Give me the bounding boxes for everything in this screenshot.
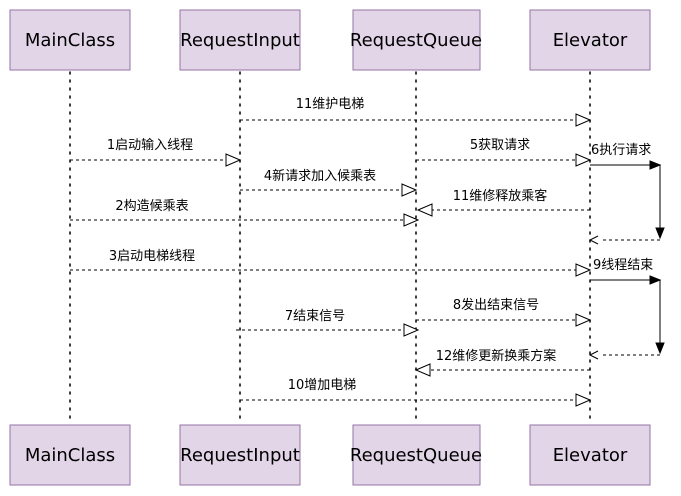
participant-mainclass-top: MainClass [9,9,131,71]
participant-label: RequestQueue [350,445,482,466]
message-label: 12维修更新换乘方案 [436,348,557,364]
message-5-get-request: 5获取请求 [416,138,592,167]
message-6-execute-request: 6执行请求 [588,143,665,245]
participant-requestinput-top: RequestInput [179,9,301,71]
message-label: 9线程结束 [593,258,653,273]
message-label: 1启动输入线程 [107,137,193,153]
message-12-repair-update-transfer: 12维修更新换乘方案 [414,348,590,377]
participant-label: RequestInput [180,445,300,466]
participant-elevator-top: Elevator [529,9,651,71]
participant-label: RequestInput [180,30,300,51]
message-label: 10增加电梯 [288,378,357,393]
message-4-new-request-to-queue: 4新请求加入候乘表 [240,168,418,197]
participant-requestqueue-bottom: RequestQueue [350,424,482,486]
message-label: 11维护电梯 [296,97,365,112]
participant-label: RequestQueue [350,30,482,51]
message-9-thread-end: 9线程结束 [588,258,665,360]
message-label: 8发出结束信号 [453,297,539,313]
message-label: 7结束信号 [285,309,345,324]
message-3-start-elevator-thread: 3启动电梯线程 [70,249,592,277]
message-8-send-end-signal: 8发出结束信号 [416,297,592,327]
message-label: 6执行请求 [591,143,651,158]
participant-mainclass-bottom: MainClass [9,424,131,486]
participant-label: MainClass [25,445,115,466]
message-11-repair-release-passengers: 11维修释放乘客 [416,188,590,217]
message-label: 11维修释放乘客 [453,188,548,204]
participant-label: MainClass [25,30,115,51]
message-11-maintain-elevator: 11维护电梯 [240,97,592,127]
message-label: 3启动电梯线程 [109,249,195,264]
message-1-start-input-thread: 1启动输入线程 [70,137,242,167]
participant-elevator-bottom: Elevator [529,424,651,486]
participant-requestinput-bottom: RequestInput [179,424,301,486]
message-label: 2构造候乘表 [115,199,188,214]
message-7-end-signal: 7结束信号 [236,309,420,337]
message-label: 4新请求加入候乘表 [264,168,376,184]
message-label: 5获取请求 [470,138,530,153]
participant-label: Elevator [553,30,628,51]
message-2-construct-queue: 2构造候乘表 [70,199,420,227]
participant-label: Elevator [553,445,628,466]
participant-requestqueue-top: RequestQueue [350,9,482,71]
message-10-add-elevator: 10增加电梯 [240,378,592,407]
